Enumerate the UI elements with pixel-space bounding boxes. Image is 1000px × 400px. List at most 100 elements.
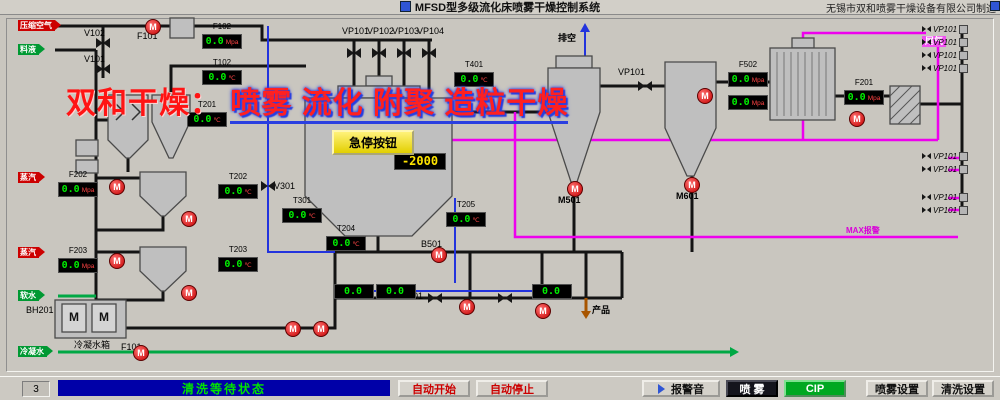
valve-row-VP101[interactable]: VP101 [922, 193, 969, 202]
display-unit: ℃ [472, 217, 480, 225]
valve-icon [922, 194, 931, 201]
filter-icon [959, 152, 969, 161]
mixer-motor-1: M [69, 310, 79, 324]
display-T401: T401 0.0℃ [450, 60, 498, 88]
auto-stop-button[interactable]: 自动停止 [476, 380, 548, 397]
display-unit: Mpa [225, 39, 239, 47]
display-unit: Mpa [81, 263, 95, 271]
valve-VP103-icon[interactable] [397, 48, 411, 58]
valve-VP101-mid-icon[interactable] [638, 81, 652, 91]
pump-icon[interactable]: M [109, 179, 125, 195]
valve-row-label: VP101 [933, 152, 958, 161]
window-title: MFSD型多级流化床喷雾干燥控制系统 [0, 0, 1000, 15]
valve-row-VP101[interactable]: VP101 [922, 206, 969, 215]
valve-row-label: VP101 [933, 193, 958, 202]
display-unit: Mpa [867, 95, 881, 103]
valve-row-VP101[interactable]: VP101 [922, 64, 969, 73]
display-T204: T204 0.0℃ [322, 224, 370, 252]
pump-F101-top-icon[interactable]: M [145, 19, 161, 35]
valve-icon [922, 207, 931, 214]
spray-settings-button[interactable]: 喷雾设置 [866, 380, 928, 397]
valve-row-VP101[interactable]: VP101 [922, 152, 969, 161]
manifold-valve-icon[interactable] [498, 293, 512, 303]
valve-row-VP101[interactable]: VP101 [922, 25, 969, 34]
valve-VP104-icon[interactable] [422, 48, 436, 58]
valve-icon [922, 166, 931, 173]
page-number-box[interactable]: 3 [22, 381, 50, 397]
display-unit: Mpa [81, 187, 95, 195]
window-title-text: MFSD型多级流化床喷雾干燥控制系统 [414, 2, 601, 14]
valve-icon [922, 52, 931, 59]
valve-VP201-icon[interactable] [428, 293, 442, 303]
display-unit: Mpa [751, 77, 765, 85]
valve-VP101-mid-label: VP101 [618, 67, 646, 77]
filter-icon [959, 206, 969, 215]
pump-icon[interactable]: M [697, 88, 713, 104]
flow-arrow-steam-1: 蒸汽 [18, 172, 45, 183]
display-value: 0.0 [61, 260, 80, 272]
pump-F101-bottom-icon[interactable]: M [133, 345, 149, 361]
valve-V101-icon[interactable] [96, 64, 110, 74]
display-value: 0.0 [193, 114, 212, 126]
display-unit: ℃ [352, 241, 360, 249]
display-value: 0.0 [385, 286, 405, 297]
display-value: 0.0 [452, 214, 471, 226]
clean-settings-button[interactable]: 清洗设置 [932, 380, 994, 397]
auto-start-button[interactable]: 自动开始 [398, 380, 470, 397]
max-alarm-label: MAX报警 [846, 226, 880, 235]
valve-row-VP101[interactable]: VP101 [922, 38, 969, 47]
display-aux-2: 0.0 [330, 281, 378, 299]
cip-button[interactable]: CIP [784, 380, 846, 397]
display-tag: F203 [68, 246, 88, 255]
display-tag: T102 [212, 58, 232, 67]
display-unit: ℃ [228, 75, 236, 83]
pump-icon[interactable]: M [109, 253, 125, 269]
app-icon [399, 1, 411, 12]
emergency-stop-button[interactable]: 急停按钮 [332, 130, 414, 155]
mute-alarm-button[interactable]: 报警音 [642, 380, 720, 397]
valve-icon [922, 153, 931, 160]
valve-V301-icon[interactable] [261, 181, 275, 191]
valve-row-VP101[interactable]: VP101 [922, 165, 969, 174]
display-T205: T205 0.0℃ [442, 200, 490, 228]
pump-icon[interactable]: M [849, 111, 865, 127]
display-tag: T204 [336, 224, 356, 233]
display-unit: ℃ [480, 77, 488, 85]
pump-icon[interactable]: M [459, 299, 475, 315]
display-tag: T301 [292, 196, 312, 205]
valve-row-label: VP101 [933, 51, 958, 60]
filter-icon [959, 165, 969, 174]
vent-label: 排空 [558, 33, 577, 43]
pump-icon[interactable]: M [181, 285, 197, 301]
cyclone-M501-label: M501 [558, 195, 581, 205]
valve-row-VP101[interactable]: VP101 [922, 51, 969, 60]
display-unit: ℃ [244, 189, 252, 197]
pump-B501-icon[interactable]: M [431, 247, 447, 263]
display-value: 0.0 [332, 238, 351, 250]
filter-icon [959, 193, 969, 202]
valve-V102-icon[interactable] [96, 38, 110, 48]
valve-row-label: VP101 [933, 64, 958, 73]
display-tag: T205 [456, 200, 476, 209]
display-T201: T201 0.0℃ [183, 100, 231, 128]
display-unit: Mpa [751, 100, 765, 107]
valve-VP102-icon[interactable] [372, 48, 386, 58]
status-bar: 3 清洗等待状态 自动开始 自动停止 报警音 喷 雾 CIP 喷雾设置 清洗设置 [0, 376, 1000, 400]
pump-icon[interactable]: M [313, 321, 329, 337]
display-unit: ℃ [308, 213, 316, 221]
display-T203: T203 0.0℃ [214, 245, 262, 273]
pump-M601-icon[interactable]: M [684, 177, 700, 193]
pump-M501-icon[interactable]: M [567, 181, 583, 197]
display-tag: T201 [197, 100, 217, 109]
pump-icon[interactable]: M [181, 211, 197, 227]
flow-arrow-compressed-air: 压缩空气 [18, 20, 61, 31]
pump-icon[interactable]: M [535, 303, 551, 319]
valve-VP101-icon[interactable] [347, 48, 361, 58]
spray-button[interactable]: 喷 雾 [726, 380, 778, 397]
pump-icon[interactable]: M [285, 321, 301, 337]
display-value: 0.0 [731, 74, 750, 86]
